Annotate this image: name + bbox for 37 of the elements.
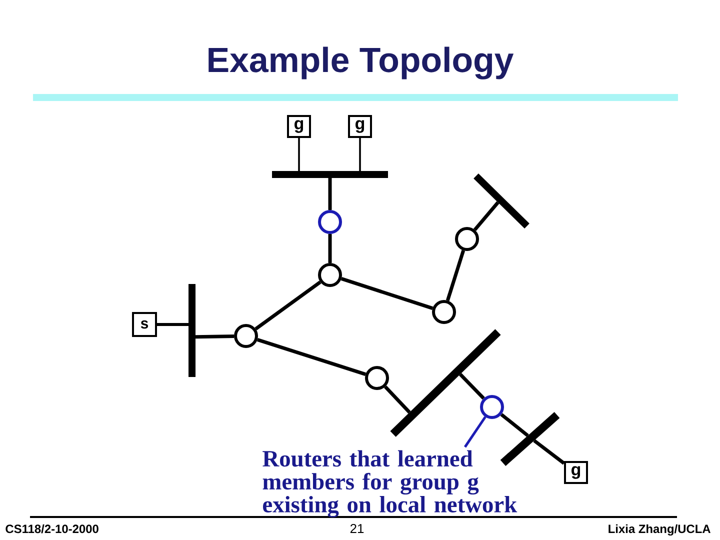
- router-circle: [234, 324, 258, 348]
- router-circle: [480, 395, 504, 419]
- link-line: [473, 201, 500, 231]
- link-line: [298, 138, 300, 171]
- footer-text: CS118/2-10-2000: [6, 524, 98, 534]
- link-line: [254, 280, 322, 330]
- router-circle: [432, 300, 456, 324]
- host-box: g: [287, 115, 311, 138]
- network-bar: [188, 284, 196, 377]
- link-line: [446, 250, 466, 302]
- link-line: [328, 178, 332, 210]
- router-circle: [318, 263, 342, 287]
- footer-text: Lixia Zhang/UCLA: [608, 524, 710, 536]
- router-circle: [318, 210, 342, 234]
- network-bar: [390, 329, 501, 437]
- network-bar: [500, 412, 560, 466]
- network-bar: [474, 174, 530, 228]
- link-line: [500, 413, 529, 437]
- host-box: g: [348, 115, 372, 138]
- router-circle: [455, 227, 479, 251]
- router-circle: [365, 366, 389, 390]
- callout-text: Routers that learned members for group g existing on local network: [262, 450, 518, 518]
- network-bar: [272, 171, 388, 178]
- link-line: [359, 138, 361, 171]
- link-line: [533, 439, 566, 465]
- link-line: [195, 334, 234, 339]
- leader-line: [464, 416, 486, 448]
- host-box: s: [132, 312, 157, 337]
- link-line: [384, 386, 411, 414]
- host-box: g: [564, 461, 588, 484]
- link-line: [256, 338, 366, 376]
- page-number: 21: [350, 524, 364, 533]
- title: Example Topology: [208, 46, 514, 80]
- link-line: [340, 277, 434, 310]
- link-line: [328, 234, 332, 263]
- link-line: [157, 323, 188, 326]
- link-line: [458, 373, 485, 400]
